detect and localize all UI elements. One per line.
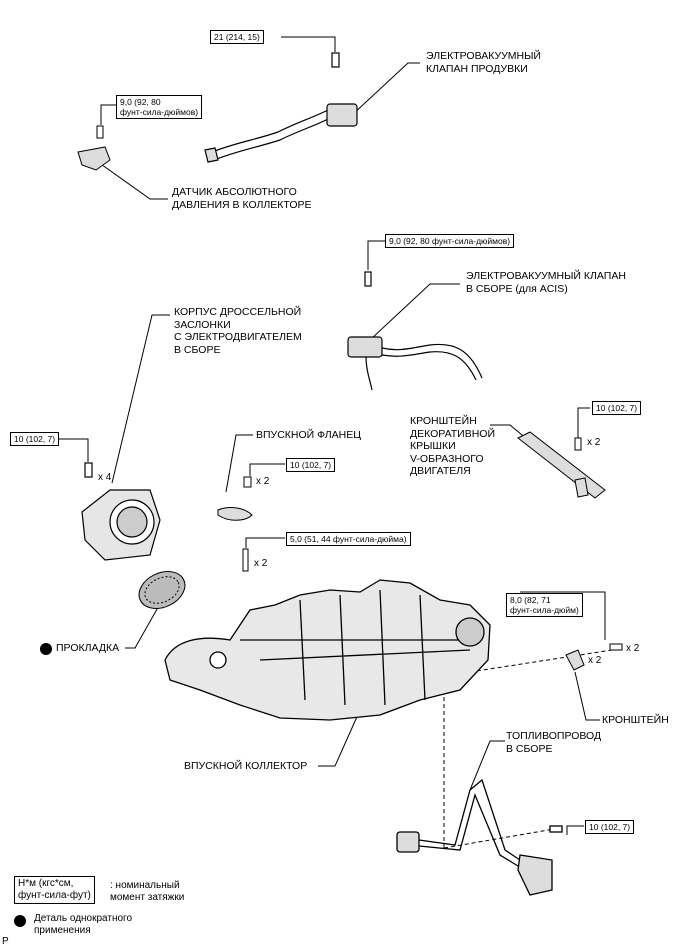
page-mark: P — [2, 936, 9, 947]
intake-manifold-label: ВПУСКНОЙ КОЛЛЕКТОР — [184, 760, 308, 772]
torque-box-throttle: 10 (102, 7) — [10, 432, 60, 446]
torque-box-cover-bracket: 10 (102, 7) — [592, 401, 642, 415]
throttle-body-drawing — [81, 462, 161, 561]
leader-map-torque — [100, 104, 116, 125]
leader-fuel-label — [469, 740, 505, 791]
leader-throttle-label — [111, 314, 170, 484]
bracket-label: КРОНШТЕЙН — [602, 714, 669, 726]
legend-non-reusable-text: Деталь однократного применения — [34, 913, 133, 936]
purge-vsv-label: ЭЛЕКТРОВАКУУМНЫЙ КЛАПАН ПРОДУВКИ — [426, 50, 541, 75]
purge-vsv-drawing — [204, 52, 358, 163]
fuel-line-drawing — [396, 778, 563, 896]
qty-flange: x 2 — [256, 476, 270, 487]
torque-box-acis: 9,0 (92, 80 фунт-сила-дюймов) — [385, 234, 515, 248]
leader-manifold-label — [318, 709, 361, 767]
leader-flange-label — [225, 434, 253, 493]
qty-throttle: x 4 — [98, 472, 112, 483]
acis-vsv-label: ЭЛЕКТРОВАКУУМНЫЙ КЛАПАН В СБОРЕ (для ACI… — [466, 270, 626, 295]
legend-unit-text: : номинальный момент затяжки — [110, 880, 185, 903]
acis-vsv-drawing — [347, 271, 483, 391]
leader-purge-label — [351, 62, 420, 116]
leader-bracket-torque — [520, 591, 606, 640]
qty-bracket: x 2 — [588, 655, 602, 666]
torque-box-map: 9,0 (92, 80 фунт-сила-дюймов) — [116, 95, 203, 119]
dashed-bracket-line — [469, 649, 613, 673]
map-sensor-label: ДАТЧИК АБСОЛЮТНОГО ДАВЛЕНИЯ В КОЛЛЕКТОРЕ — [172, 186, 312, 211]
leader-stud-torque — [245, 537, 285, 548]
leader-flange-torque — [249, 463, 285, 476]
qty-stud: x 2 — [254, 558, 268, 569]
cover-bracket-label: КРОНШТЕЙН ДЕКОРАТИВНОЙ КРЫШКИ V-ОБРАЗНОГ… — [410, 415, 496, 477]
leader-map-label — [97, 161, 168, 200]
intake-flange-label: ВПУСКНОЙ ФЛАНЕЦ — [256, 429, 362, 441]
fuel-line-label: ТОПЛИВОПРОВОД В СБОРЕ — [506, 730, 602, 755]
leader-purge-torque — [281, 36, 336, 52]
map-sensor-drawing — [77, 125, 111, 171]
dashed-fuel-bottom — [443, 827, 561, 849]
gasket-label: ПРОКЛАДКА — [56, 642, 120, 654]
leader-bracket-label — [574, 671, 600, 721]
non-reusable-dot-gasket — [40, 643, 52, 655]
torque-box-purge: 21 (214, 15) — [210, 30, 264, 44]
gasket-drawing — [138, 571, 186, 609]
torque-box-flange: 10 (102, 7) — [286, 458, 336, 472]
bracket-drawing — [565, 643, 623, 671]
qty-bracket-bolt: x 2 — [626, 643, 640, 654]
intake-flange-drawing — [217, 476, 253, 521]
cover-bracket-drawing — [517, 431, 606, 499]
qty-cover-bracket: x 2 — [587, 437, 601, 448]
torque-box-fuel-line: 10 (102, 7) — [585, 820, 635, 834]
throttle-body-label: КОРПУС ДРОССЕЛЬНОЙ ЗАСЛОНКИ С ЭЛЕКТРОДВИ… — [174, 306, 302, 356]
leader-acis-torque — [367, 240, 386, 270]
leader-fuel-torque — [566, 825, 584, 835]
leader-acis-label — [369, 283, 460, 341]
leader-gasket-label — [125, 594, 166, 649]
torque-box-stud: 5,0 (51, 44 фунт-сила-дюйма) — [286, 532, 411, 546]
stud-drawing — [242, 548, 249, 572]
leader-cover-torque — [577, 407, 590, 438]
torque-box-bracket: 8,0 (82, 71 фунт-сила-дюйм) — [506, 593, 583, 617]
legend-unit-box: Н*м (кгс*см, фунт-сила-фут) — [14, 876, 95, 904]
legend-non-reusable-dot — [14, 915, 26, 927]
intake-manifold-drawing — [164, 579, 491, 721]
